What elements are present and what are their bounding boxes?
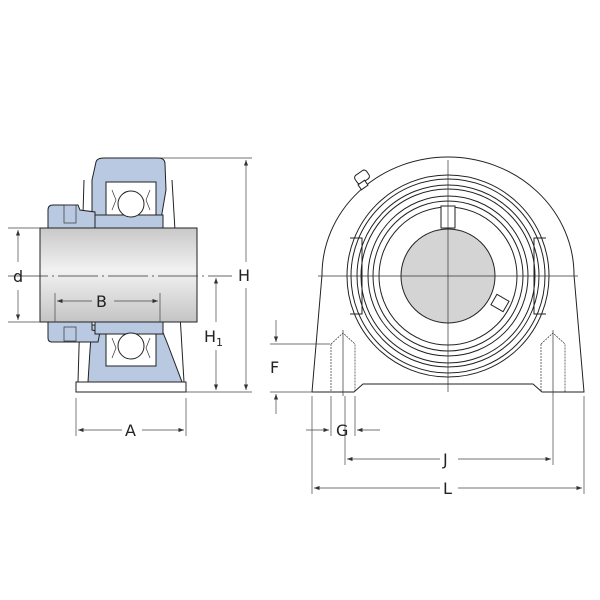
- ball-bottom: [117, 332, 145, 360]
- dim-label-g: G: [336, 421, 348, 440]
- housing-outline: [311, 156, 585, 393]
- locking-collar-bottom: [47, 321, 101, 343]
- set-screw-top: [63, 204, 77, 224]
- dim-label-l: L: [443, 479, 452, 498]
- dim-label-f: F: [270, 358, 279, 377]
- front-view-dimensions: F G J L: [270, 320, 585, 498]
- dim-label-a: A: [125, 421, 136, 440]
- ball-top: [117, 190, 145, 218]
- bolt-hole-right: [540, 330, 566, 396]
- locking-collar-top: [47, 204, 96, 229]
- base-plate: [75, 381, 187, 393]
- front-view: [311, 156, 585, 396]
- grease-nipple: [354, 169, 370, 191]
- set-screw-side: [490, 293, 510, 313]
- dim-label-j: J: [442, 450, 448, 469]
- set-screw-bottom: [63, 326, 77, 342]
- dim-label-h: H: [238, 266, 250, 285]
- shaft: [39, 227, 198, 323]
- side-section-view: [8, 157, 232, 393]
- seal-lines: [111, 189, 151, 359]
- dim-label-h1: H1: [204, 327, 223, 349]
- side-view-dimensions: d B H H1 A: [8, 157, 252, 440]
- inner-ring-bottom: [94, 321, 164, 335]
- bolt-hole-left: [330, 330, 356, 396]
- dim-label-b: B: [96, 292, 107, 311]
- dim-label-d: d: [13, 267, 23, 286]
